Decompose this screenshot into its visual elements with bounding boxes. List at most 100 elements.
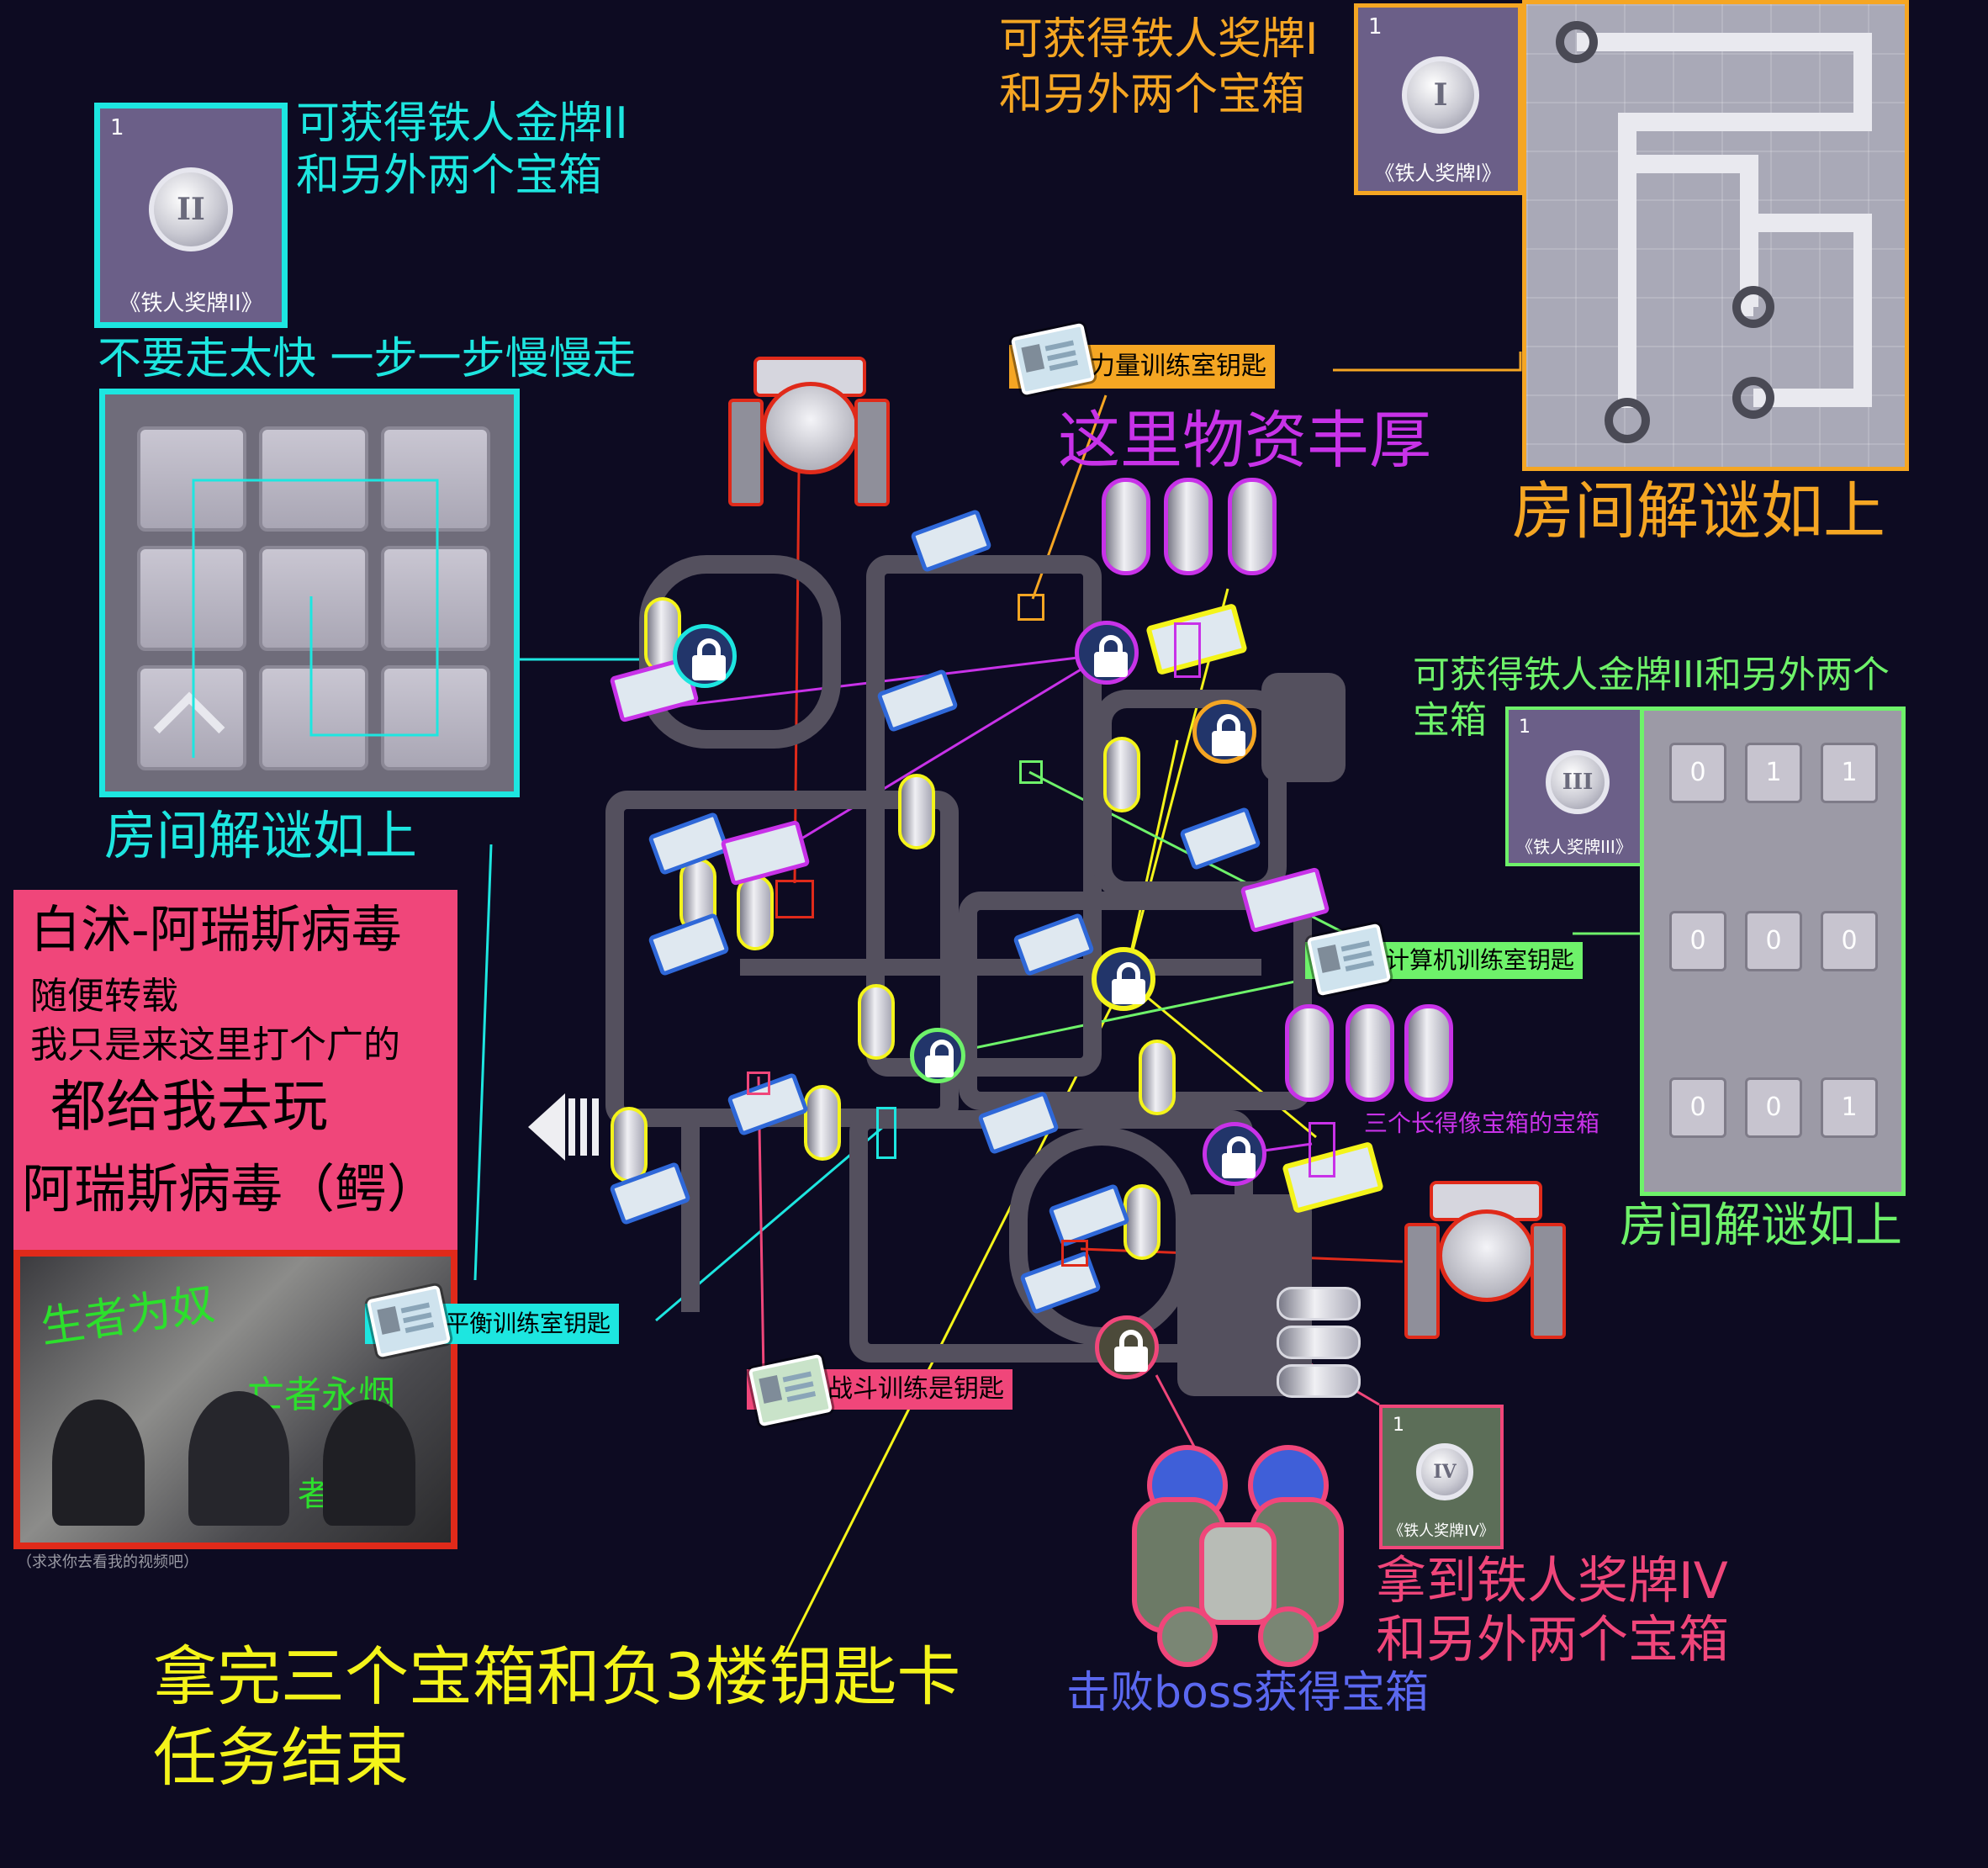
finish-line-2: 任务结束: [153, 1720, 409, 1795]
marker: [775, 880, 814, 918]
medal-iv-desc-2: 和另外两个宝箱: [1376, 1611, 1729, 1670]
medal-i-card[interactable]: 1 I 《铁人奖牌I》: [1354, 3, 1522, 195]
treasure-chest-icon[interactable]: [1285, 1004, 1334, 1102]
lock-icon[interactable]: [1075, 621, 1139, 685]
treasure-chest-icon[interactable]: [1103, 737, 1140, 812]
tile[interactable]: [259, 546, 368, 651]
lock-icon[interactable]: [1092, 947, 1155, 1011]
medal-icon: III: [1546, 750, 1610, 814]
number-puzzle-solved: 房间解谜如上: [1620, 1199, 1902, 1253]
lock-icon[interactable]: [910, 1028, 965, 1083]
treasure-chest-icon[interactable]: [1228, 478, 1277, 575]
pirate-figure: [323, 1400, 415, 1526]
medal-icon: IV: [1416, 1443, 1473, 1500]
medal-iv-card[interactable]: 1 IV 《铁人奖牌IV》: [1379, 1405, 1504, 1549]
treasure-chest-icon[interactable]: [804, 1085, 841, 1161]
pipe-puzzle[interactable]: [1522, 0, 1909, 471]
medal-count: 1: [110, 115, 124, 140]
treasure-chest-icon[interactable]: [1346, 1004, 1394, 1102]
ad-line-4: 阿瑞斯病毒（鳄）: [22, 1158, 440, 1220]
line-purple-1: [790, 653, 1107, 847]
ad-title: 白沭-阿瑞斯病毒: [30, 901, 402, 960]
strength-key-label[interactable]: 力量训练室钥匙: [1009, 322, 1275, 396]
left-puzzle-tip: 不要走太快 一步一步慢慢走: [98, 334, 637, 384]
marker: [1061, 1240, 1088, 1267]
number-cell[interactable]: 1: [1821, 743, 1878, 803]
medal-caption: 《铁人奖牌III》: [1516, 837, 1632, 857]
marker: [1174, 622, 1201, 678]
tile-start[interactable]: [137, 665, 246, 770]
pipe-path: [1556, 21, 1872, 443]
marker: [1019, 760, 1043, 784]
treasure-chest-icon[interactable]: [898, 774, 935, 849]
ad-line-1: 随便转载: [30, 975, 178, 1018]
spider-robot-icon: [728, 340, 890, 508]
line-red-top: [793, 470, 801, 884]
treasure-chest-icon[interactable]: [1139, 1040, 1176, 1115]
map-corridor: [681, 1127, 700, 1312]
medal-iv-desc-1: 拿到铁人奖牌IV: [1376, 1552, 1728, 1611]
computer-key-label[interactable]: 计算机训练室钥匙: [1305, 923, 1584, 997]
treasure-chest-icon[interactable]: [1277, 1364, 1361, 1398]
lock-icon[interactable]: [1095, 1315, 1159, 1379]
number-cell[interactable]: 0: [1745, 911, 1802, 971]
number-cell[interactable]: 0: [1669, 911, 1726, 971]
line-pipe-puzzle: [1333, 352, 1522, 372]
key-label-text: 计算机训练室钥匙: [1386, 946, 1575, 974]
treasure-chest-icon[interactable]: [611, 1107, 648, 1183]
ad-panel: 白沭-阿瑞斯病毒 随便转载 我只是来这里打个广的 都给我去玩 阿瑞斯病毒（鳄）: [13, 890, 457, 1250]
lock-icon[interactable]: [1203, 1122, 1266, 1186]
balance-key-label[interactable]: 平衡训练室钥匙: [365, 1284, 620, 1358]
treasure-chest-icon[interactable]: [1164, 478, 1213, 575]
exit-arrow-icon[interactable]: [528, 1093, 565, 1161]
marker: [747, 1072, 770, 1095]
marker: [1018, 594, 1044, 621]
medal-count: 1: [1368, 14, 1383, 40]
tile[interactable]: [381, 546, 490, 651]
medal-caption: 《铁人奖牌I》: [1374, 161, 1502, 185]
pirate-figure: [52, 1400, 145, 1526]
treasure-chest-icon[interactable]: [1277, 1287, 1361, 1320]
number-cell[interactable]: 0: [1669, 1077, 1726, 1138]
treasure-chest-icon[interactable]: [1102, 478, 1150, 575]
line-ad-video: [473, 844, 493, 1281]
map-room-solid: [1261, 673, 1346, 782]
number-cell[interactable]: 0: [1821, 911, 1878, 971]
treasure-chest-icon[interactable]: [858, 984, 895, 1060]
number-puzzle[interactable]: 0 1 1 0 0 0 0 0 1: [1640, 706, 1906, 1196]
video-text-1: 生者为奴: [37, 1278, 219, 1354]
tile[interactable]: [381, 665, 490, 770]
lock-icon[interactable]: [1192, 700, 1256, 764]
medal-caption: 《铁人奖牌IV》: [1388, 1522, 1494, 1540]
spider-robot-icon: [1404, 1172, 1566, 1349]
line-boss: [1155, 1374, 1196, 1447]
number-cell[interactable]: 1: [1745, 743, 1802, 803]
tile[interactable]: [137, 426, 246, 532]
number-cell[interactable]: 0: [1745, 1077, 1802, 1138]
number-cell[interactable]: 1: [1821, 1077, 1878, 1138]
number-cell[interactable]: 0: [1669, 743, 1726, 803]
medal-iii-card[interactable]: 1 III 《铁人奖牌III》: [1505, 706, 1643, 866]
tile-puzzle[interactable]: [99, 389, 520, 797]
line-purple-2: [672, 653, 1107, 708]
line-yellow-3: [1124, 977, 1317, 1139]
medal-numeral: I: [1433, 77, 1448, 113]
video-caption: （求求你去看我的视频吧）: [17, 1553, 198, 1571]
treasure-chest-icon[interactable]: [1277, 1326, 1361, 1359]
combat-key-label[interactable]: 战斗训练是钥匙: [747, 1353, 1013, 1427]
finish-line-1: 拿完三个宝箱和负3楼钥匙卡: [153, 1639, 961, 1714]
treasure-chest-icon[interactable]: [737, 875, 774, 950]
medal-ii-card[interactable]: 1 II 《铁人奖牌II》: [94, 103, 288, 328]
lock-icon[interactable]: [673, 624, 737, 688]
marker: [1309, 1122, 1335, 1177]
exit-arrow-bars: [568, 1098, 602, 1156]
medal-ii-desc-2: 和另外两个宝箱: [296, 151, 603, 201]
medal-icon: I: [1402, 56, 1479, 134]
map-corridor: [740, 959, 1261, 976]
treasure-chest-icon[interactable]: [1124, 1184, 1161, 1260]
treasure-chest-icon[interactable]: [1404, 1004, 1453, 1102]
tile[interactable]: [137, 546, 246, 651]
medal-numeral: II: [177, 192, 205, 227]
line-green-1: [937, 978, 1304, 1057]
tile[interactable]: [259, 665, 368, 770]
